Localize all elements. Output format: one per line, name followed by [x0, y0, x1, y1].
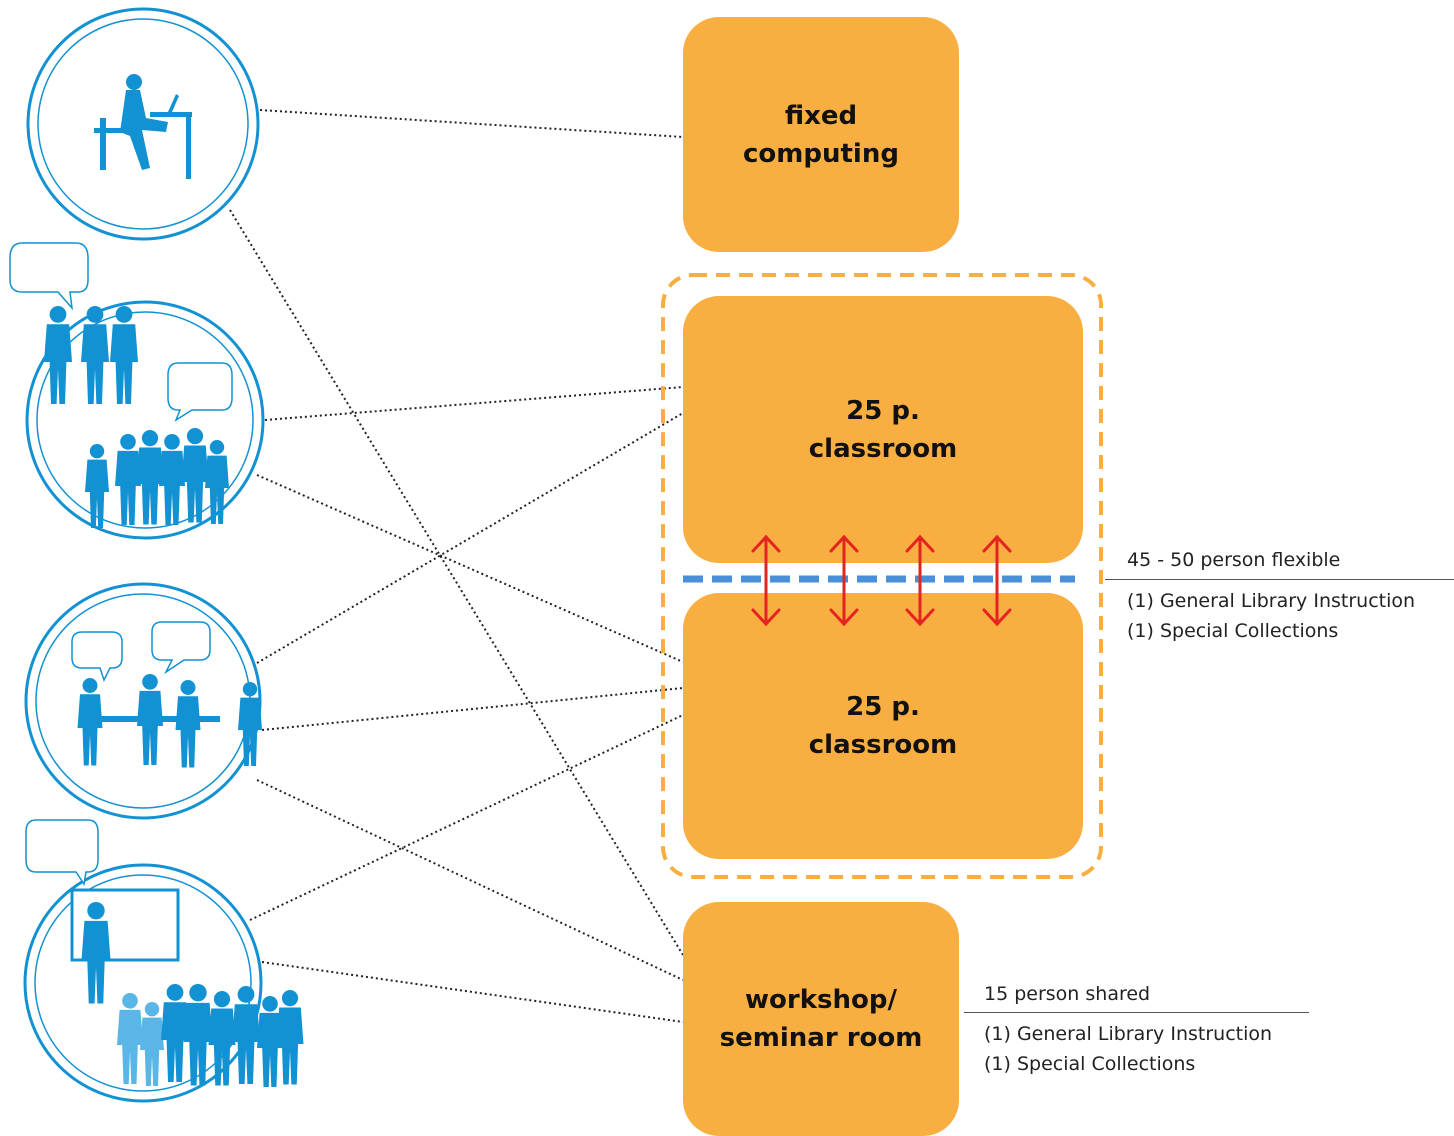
- flexible-zone-outline: [661, 273, 1103, 879]
- connector-line: [229, 209, 684, 956]
- room-label-line: seminar room: [719, 1023, 923, 1053]
- double-arrow-icon: [982, 534, 1012, 627]
- connector-line: [256, 779, 684, 981]
- room-label-line: classroom: [808, 730, 958, 760]
- double-arrow-icon: [905, 534, 935, 627]
- connector-lines: [229, 109, 684, 1023]
- room-label-line: workshop/: [745, 985, 897, 1015]
- note-item: (1) General Library Instruction: [1127, 590, 1416, 612]
- shared-note-rule: [964, 1012, 1309, 1013]
- partition-arrows: [751, 534, 1012, 627]
- discussion-table-icon: [24, 582, 262, 820]
- lecture-audience-icon: [23, 819, 304, 1103]
- room-label-line: 25 p.: [846, 692, 920, 722]
- room-label-line: computing: [743, 138, 899, 169]
- fixed-computing-room: fixed computing: [683, 17, 959, 252]
- standing-group-icon: [9, 242, 265, 540]
- room-label: workshop/ seminar room: [720, 981, 923, 1057]
- workshop-seminar-room: workshop/ seminar room: [683, 902, 959, 1136]
- classroom-a: 25 p. classroom: [683, 296, 1083, 563]
- shared-note-title: 15 person shared: [984, 983, 1151, 1005]
- flexible-note-rule: [1105, 579, 1454, 580]
- double-arrow-icon: [751, 534, 781, 627]
- connector-line: [261, 961, 684, 1023]
- connector-line: [261, 687, 684, 731]
- double-arrow-icon: [829, 534, 859, 627]
- room-label-line: classroom: [808, 433, 958, 464]
- shared-note-items: (1) General Library Instruction (1) Spec…: [984, 1019, 1272, 1079]
- room-label-line: fixed: [784, 100, 858, 131]
- classroom-b: 25 p. classroom: [683, 593, 1083, 859]
- note-item: (1) Special Collections: [984, 1053, 1196, 1075]
- flexible-note-items: (1) General Library Instruction (1) Spec…: [1127, 586, 1415, 646]
- room-label: 25 p. classroom: [809, 688, 957, 764]
- note-item: (1) Special Collections: [1127, 620, 1339, 642]
- connector-line: [259, 109, 684, 138]
- room-label: 25 p. classroom: [809, 392, 957, 468]
- note-item: (1) General Library Instruction: [984, 1023, 1273, 1045]
- connector-line: [256, 412, 684, 664]
- room-label: fixed computing: [743, 97, 899, 173]
- flexible-note-title: 45 - 50 person flexible: [1127, 549, 1341, 571]
- room-label-line: 25 p.: [846, 395, 920, 426]
- person-at-desk-icon: [26, 7, 260, 241]
